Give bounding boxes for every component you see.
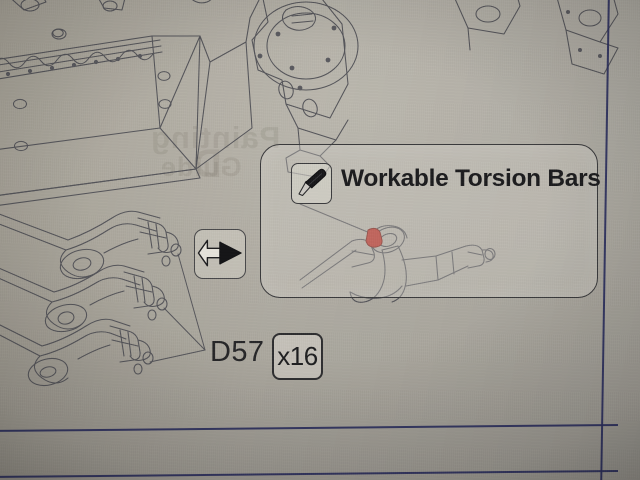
- quantity-badge: x16: [272, 333, 323, 380]
- red-highlight-pin: [365, 227, 383, 248]
- torsion-bar-arm-1: [0, 210, 182, 280]
- part-code-label: D57: [210, 336, 265, 368]
- top-edge-parts: [11, 0, 212, 12]
- sprocket-wheel-assembly: [249, 0, 359, 179]
- torsion-bar-arm-2: [0, 264, 168, 333]
- right-edge-part: [454, 0, 619, 75]
- torsion-bar-detail-drawing: [299, 203, 496, 303]
- upper-hull-fender-beam: [0, 17, 253, 206]
- torsion-bar-arm-3: [0, 318, 154, 387]
- leader-lines-to-part-code: [149, 253, 206, 363]
- callout-box-workable-torsion-bars: Workable Torsion Bars: [260, 144, 601, 298]
- callout-title: Workable Torsion Bars: [341, 165, 601, 192]
- track-link-run: [0, 28, 163, 80]
- double-arrow-symbol-box: [194, 229, 246, 279]
- quantity-label: x16: [277, 340, 318, 371]
- double-arrow-left-right-icon: [197, 239, 242, 266]
- hobby-knife-icon: [298, 168, 327, 197]
- hobby-knife-icon-box: [291, 163, 332, 204]
